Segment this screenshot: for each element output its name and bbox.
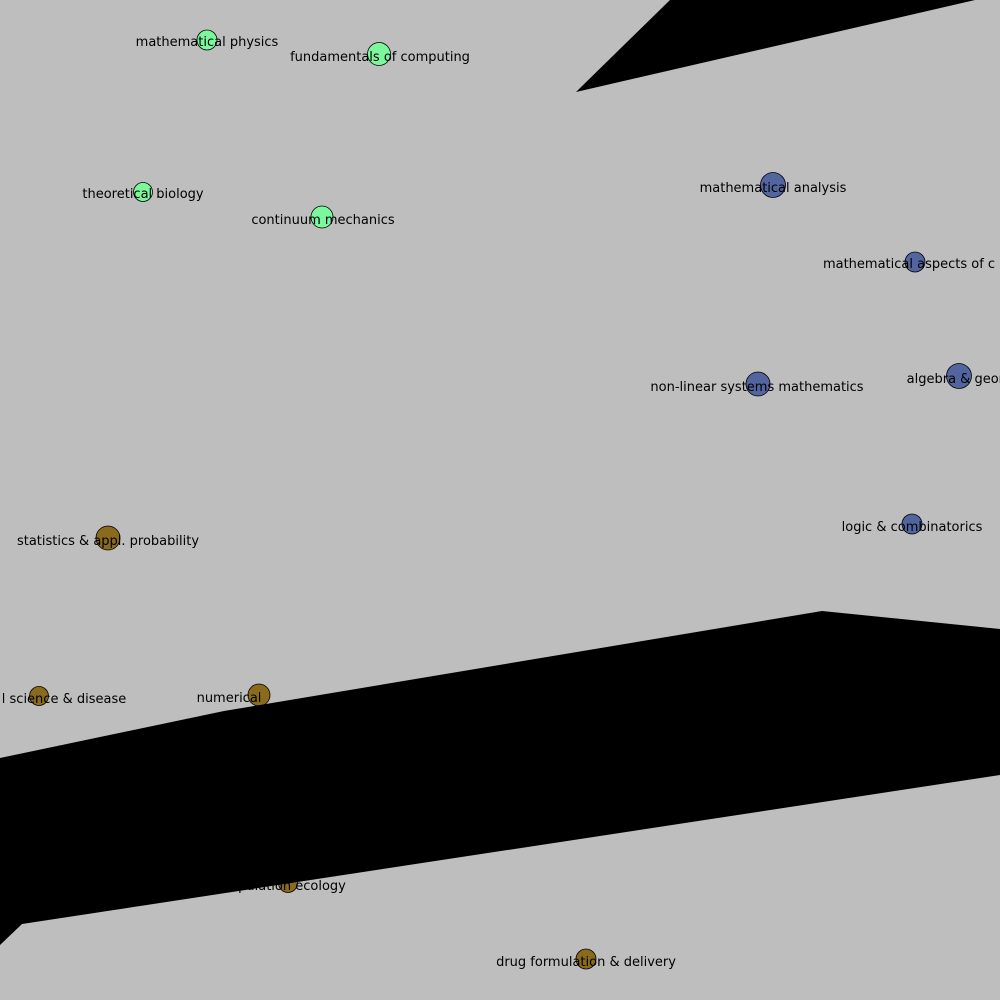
- node-mathematical-aspects: mathematical aspects of c: [823, 251, 995, 273]
- node-label: theoretical biology: [82, 187, 204, 202]
- node-label: logic & combinatorics: [842, 520, 983, 535]
- shapes-layer: [0, 0, 1000, 945]
- node-mathematical-physics: mathematical physics: [136, 29, 279, 51]
- node-circle: [575, 948, 597, 970]
- node-circle: [196, 29, 218, 51]
- node-science-disease: l science & disease: [2, 686, 126, 707]
- node-label: l science & disease: [2, 692, 126, 707]
- black-band-bottom: [0, 611, 1000, 945]
- node-drug-formulation: drug formulation & delivery: [496, 948, 676, 970]
- node-circle: [760, 172, 786, 198]
- nodes-layer: mathematical physics fundamentals of comp…: [2, 29, 1000, 970]
- node-circle: [310, 205, 334, 229]
- node-label: mathematical aspects of c: [823, 257, 995, 272]
- node-non-linear-systems: non-linear systems mathematics: [650, 371, 864, 397]
- node-numerical: numerical: [197, 683, 271, 707]
- node-circle: [745, 371, 771, 397]
- node-circle: [946, 363, 972, 389]
- node-circle: [95, 525, 121, 551]
- node-theoretical-biology: theoretical biology: [82, 182, 204, 202]
- node-continuum-mechanics: continuum mechanics: [251, 205, 395, 229]
- node-label: algebra & geom: [907, 372, 1000, 387]
- node-label: continuum mechanics: [251, 213, 395, 228]
- node-circle: [901, 513, 923, 535]
- node-logic-combinatorics: logic & combinatorics: [842, 513, 983, 535]
- node-label: mathematical analysis: [700, 181, 847, 196]
- node-label: drug formulation & delivery: [496, 955, 676, 970]
- node-circle: [29, 686, 49, 706]
- node-circle: [133, 182, 153, 202]
- node-fundamentals-of-computing: fundamentals of computing: [290, 42, 470, 66]
- black-shape-top: [576, 0, 975, 92]
- node-algebra-geometry: algebra & geom: [907, 363, 1000, 389]
- node-circle: [367, 42, 391, 66]
- node-mathematical-analysis: mathematical analysis: [700, 172, 847, 198]
- node-circle: [904, 251, 926, 273]
- node-label: statistics & appl. probability: [17, 534, 199, 549]
- node-label: mathematical physics: [136, 35, 279, 50]
- node-label: numerical: [197, 691, 262, 706]
- node-label: fundamentals of computing: [290, 50, 470, 65]
- node-label: non-linear systems mathematics: [650, 380, 863, 395]
- node-statistics-probability: statistics & appl. probability: [17, 525, 199, 551]
